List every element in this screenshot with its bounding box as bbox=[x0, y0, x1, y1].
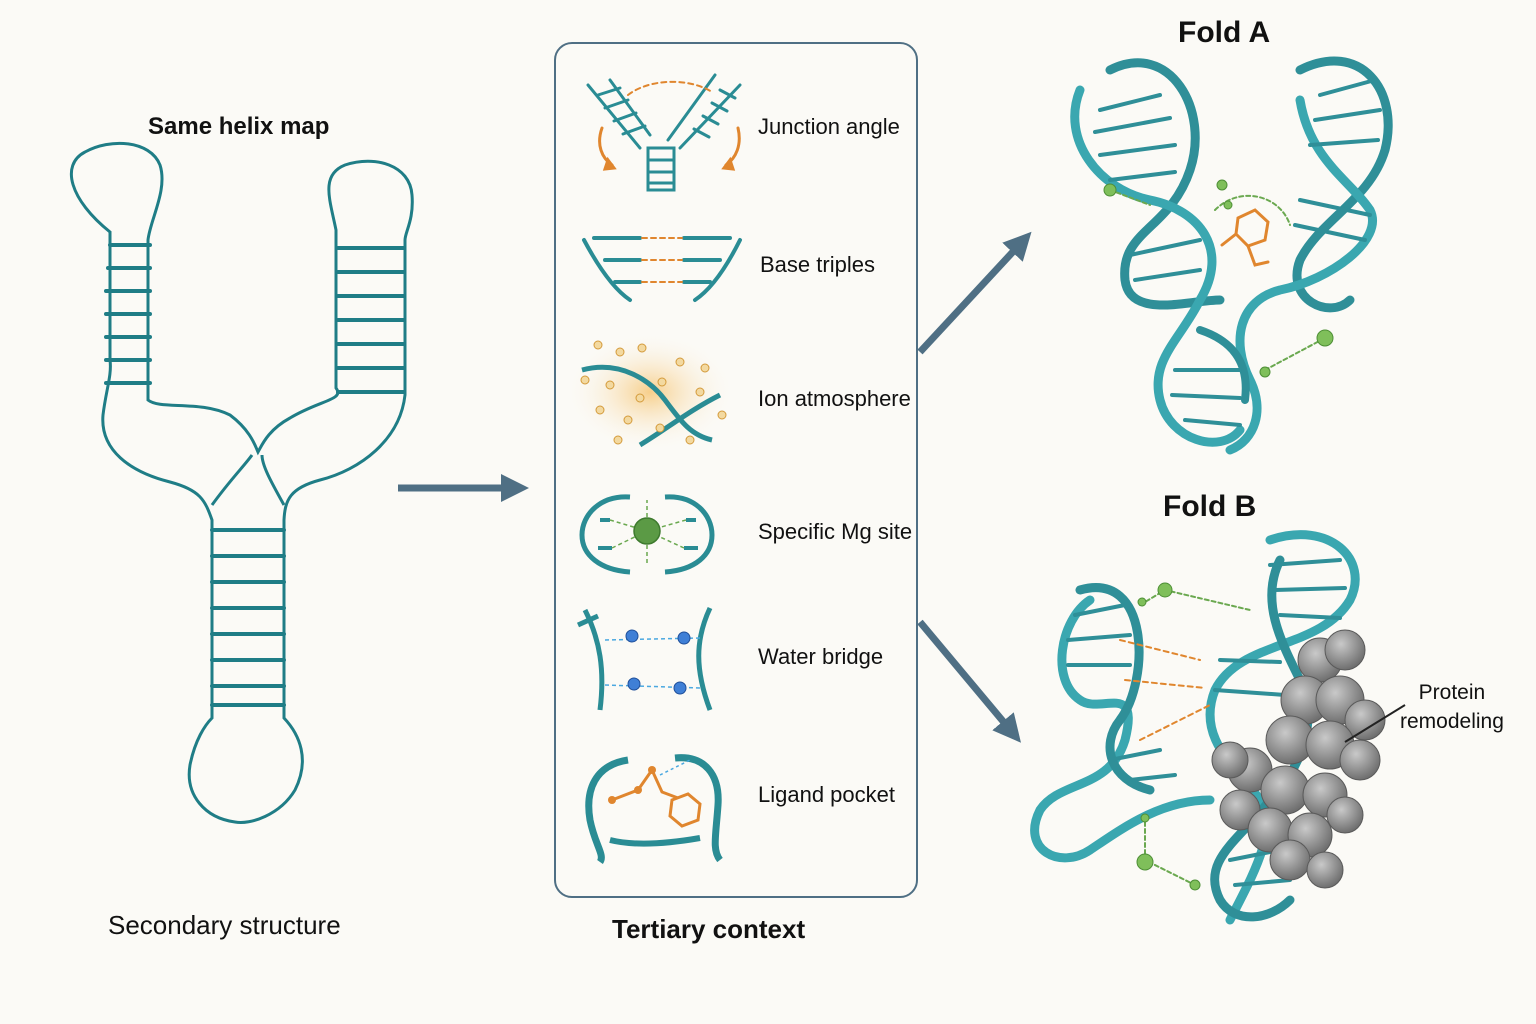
protein-blob bbox=[1211, 629, 1386, 889]
stem-basepairs bbox=[210, 528, 286, 707]
right-arm-basepairs bbox=[336, 246, 406, 394]
secondary-caption: Secondary structure bbox=[108, 910, 341, 940]
water-bridge-icon bbox=[576, 606, 713, 711]
left-arm-basepairs bbox=[104, 243, 152, 385]
protein-remodeling-annotation: Protein remodeling bbox=[1400, 681, 1504, 733]
secondary-title: Same helix map bbox=[148, 113, 330, 140]
junction-angle-label: Junction angle bbox=[758, 114, 900, 139]
annotation-leader-line bbox=[1344, 704, 1406, 743]
arrow-to-fold-b bbox=[917, 619, 1021, 743]
base-triples-label: Base triples bbox=[760, 252, 875, 277]
junction-angle-icon bbox=[586, 73, 742, 192]
ion-atmosphere-label: Ion atmosphere bbox=[758, 386, 911, 411]
secondary-structure-diagram bbox=[69, 141, 414, 825]
fold-a-structure bbox=[1070, 56, 1393, 455]
mg-site-icon bbox=[579, 494, 715, 575]
base-triples-icon bbox=[582, 236, 742, 302]
ligand-pocket-icon bbox=[585, 754, 723, 865]
junction-inner-lines bbox=[210, 454, 286, 506]
arrow-to-fold-a bbox=[917, 231, 1032, 355]
tertiary-context-panel bbox=[554, 42, 918, 898]
fold-a-title: Fold A bbox=[1178, 16, 1271, 49]
tertiary-caption: Tertiary context bbox=[612, 914, 806, 944]
ion-atmosphere-icon bbox=[565, 332, 735, 452]
ligand-pocket-label: Ligand pocket bbox=[758, 782, 895, 807]
water-bridge-label: Water bridge bbox=[758, 644, 884, 669]
fold-b-title: Fold B bbox=[1163, 490, 1257, 523]
mg-site-label: Specific Mg site bbox=[758, 519, 913, 544]
